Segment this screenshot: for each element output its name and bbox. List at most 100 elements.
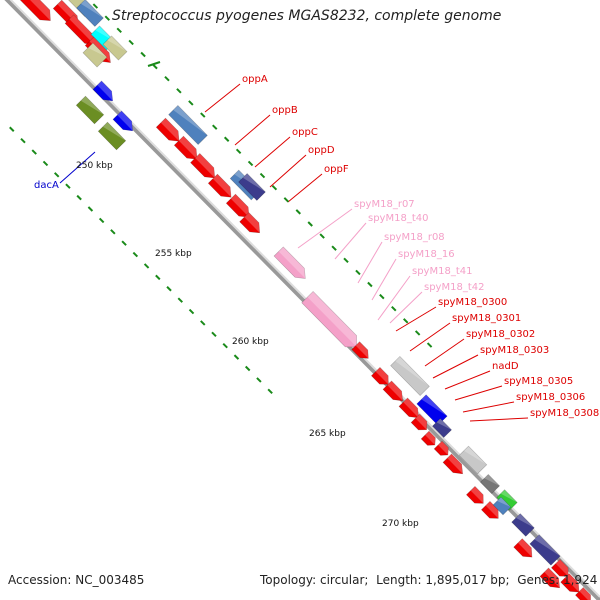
tick-mark bbox=[54, 172, 60, 178]
tick-mark bbox=[307, 221, 313, 227]
gene-feature-shine bbox=[80, 0, 104, 19]
gene-feature-body bbox=[301, 291, 357, 348]
gene-feature-shine bbox=[395, 356, 430, 387]
gene-feature-body bbox=[529, 534, 561, 566]
gene-label: spyM18_t40 bbox=[368, 213, 428, 224]
gene-feature bbox=[410, 413, 428, 431]
gene-callout-line bbox=[432, 354, 479, 379]
gene-feature-shine bbox=[107, 35, 127, 52]
gene-feature-shine bbox=[242, 173, 266, 193]
gene-feature-shine bbox=[387, 380, 403, 401]
gene-feature-body bbox=[173, 135, 198, 160]
gene-feature-body bbox=[238, 173, 266, 201]
gene-label: spyM18_0300 bbox=[438, 297, 507, 308]
tick-mark bbox=[244, 365, 251, 372]
gene-feature-shine bbox=[195, 153, 215, 178]
gene-feature-shine bbox=[230, 194, 250, 218]
gene-feature-body bbox=[432, 418, 452, 438]
tick-mark bbox=[259, 172, 266, 179]
gene-feature bbox=[273, 246, 306, 279]
gene-callout-line bbox=[269, 154, 307, 188]
gene-feature-shine bbox=[438, 441, 449, 455]
gene-feature-body bbox=[398, 397, 420, 419]
gene-feature bbox=[442, 453, 464, 475]
gene-callout-line bbox=[334, 222, 367, 260]
gene-callout-line bbox=[297, 208, 353, 249]
gene-feature-body bbox=[75, 95, 105, 125]
tick-mark bbox=[379, 293, 385, 300]
gene-feature-body bbox=[273, 246, 306, 279]
gene-feature bbox=[173, 135, 198, 160]
gene-feature-shine bbox=[436, 418, 452, 430]
gene-feature-shine bbox=[212, 174, 232, 198]
gene-feature-body bbox=[155, 117, 180, 142]
gene-label: spyM18_0301 bbox=[452, 313, 521, 324]
gene-feature-shine bbox=[178, 136, 198, 160]
gene-callout-line bbox=[469, 417, 529, 422]
gene-callout-line bbox=[371, 258, 397, 301]
gene-feature-shine bbox=[355, 341, 369, 359]
gene-feature-shine bbox=[415, 414, 427, 430]
tick-mark bbox=[343, 257, 349, 264]
gene-label: oppC bbox=[292, 127, 318, 138]
gene-label: spyM18_0306 bbox=[516, 392, 585, 403]
accession-label: Accession: bbox=[8, 573, 72, 587]
tick-mark bbox=[110, 229, 116, 235]
gene-feature-shine bbox=[500, 489, 518, 503]
tick-mark bbox=[177, 297, 183, 303]
gene-feature bbox=[496, 489, 518, 511]
tick-mark bbox=[247, 160, 254, 167]
gene-feature-shine bbox=[463, 446, 487, 465]
gene-feature-body bbox=[370, 366, 389, 385]
tick-mark bbox=[235, 148, 242, 155]
tick-mark bbox=[132, 251, 139, 258]
gene-feature-body bbox=[351, 341, 369, 359]
tick-mark bbox=[65, 183, 71, 189]
gene-feature-shine bbox=[485, 501, 499, 519]
tick-mark bbox=[104, 15, 111, 21]
tick-mark bbox=[121, 240, 127, 246]
tick-mark bbox=[355, 269, 361, 276]
gene-label: dacA bbox=[34, 180, 59, 191]
gene-feature-body bbox=[239, 212, 261, 234]
gene-label: spyM18_r08 bbox=[384, 232, 445, 243]
gene-feature-shine bbox=[160, 118, 180, 142]
tick-mark bbox=[256, 377, 262, 383]
gene-callout-line bbox=[444, 370, 491, 390]
tick-mark bbox=[331, 245, 337, 251]
gene-feature bbox=[458, 445, 488, 475]
tick-mark bbox=[76, 194, 82, 201]
gene-feature bbox=[102, 35, 128, 61]
gene-feature-body bbox=[539, 567, 561, 589]
tick-mark bbox=[140, 51, 146, 58]
gene-feature bbox=[575, 587, 591, 600]
gene-feature-body bbox=[76, 0, 104, 27]
gene-label: oppD bbox=[308, 145, 335, 156]
gene-feature bbox=[75, 95, 105, 125]
gene-feature-shine bbox=[515, 513, 535, 528]
tick-mark bbox=[98, 217, 105, 224]
tick-mark bbox=[222, 343, 228, 349]
gene-label: oppF bbox=[324, 164, 349, 175]
gene-callout-line bbox=[409, 322, 451, 352]
gene-feature-shine bbox=[173, 105, 208, 136]
gene-feature-shine bbox=[80, 96, 104, 115]
gene-feature-shine bbox=[117, 110, 133, 131]
gene-feature bbox=[560, 573, 580, 593]
tick-mark bbox=[155, 274, 161, 281]
gene-feature-body bbox=[480, 474, 500, 494]
tick-mark bbox=[211, 331, 217, 338]
tick-mark bbox=[223, 136, 230, 142]
gene-feature bbox=[432, 418, 452, 438]
tick-mark bbox=[9, 126, 15, 132]
tick-label: 250 kbp bbox=[76, 161, 113, 171]
tick-mark bbox=[152, 63, 158, 70]
genome-title: Streptococcus pyogenes MGAS8232, complet… bbox=[112, 8, 502, 24]
gene-feature bbox=[550, 558, 569, 577]
tick-mark bbox=[319, 233, 325, 239]
gene-feature bbox=[238, 173, 266, 201]
tick-label: 260 kbp bbox=[232, 337, 269, 347]
gene-feature-body bbox=[433, 440, 449, 456]
tick-mark bbox=[143, 263, 150, 269]
gene-feature-body bbox=[410, 413, 428, 431]
